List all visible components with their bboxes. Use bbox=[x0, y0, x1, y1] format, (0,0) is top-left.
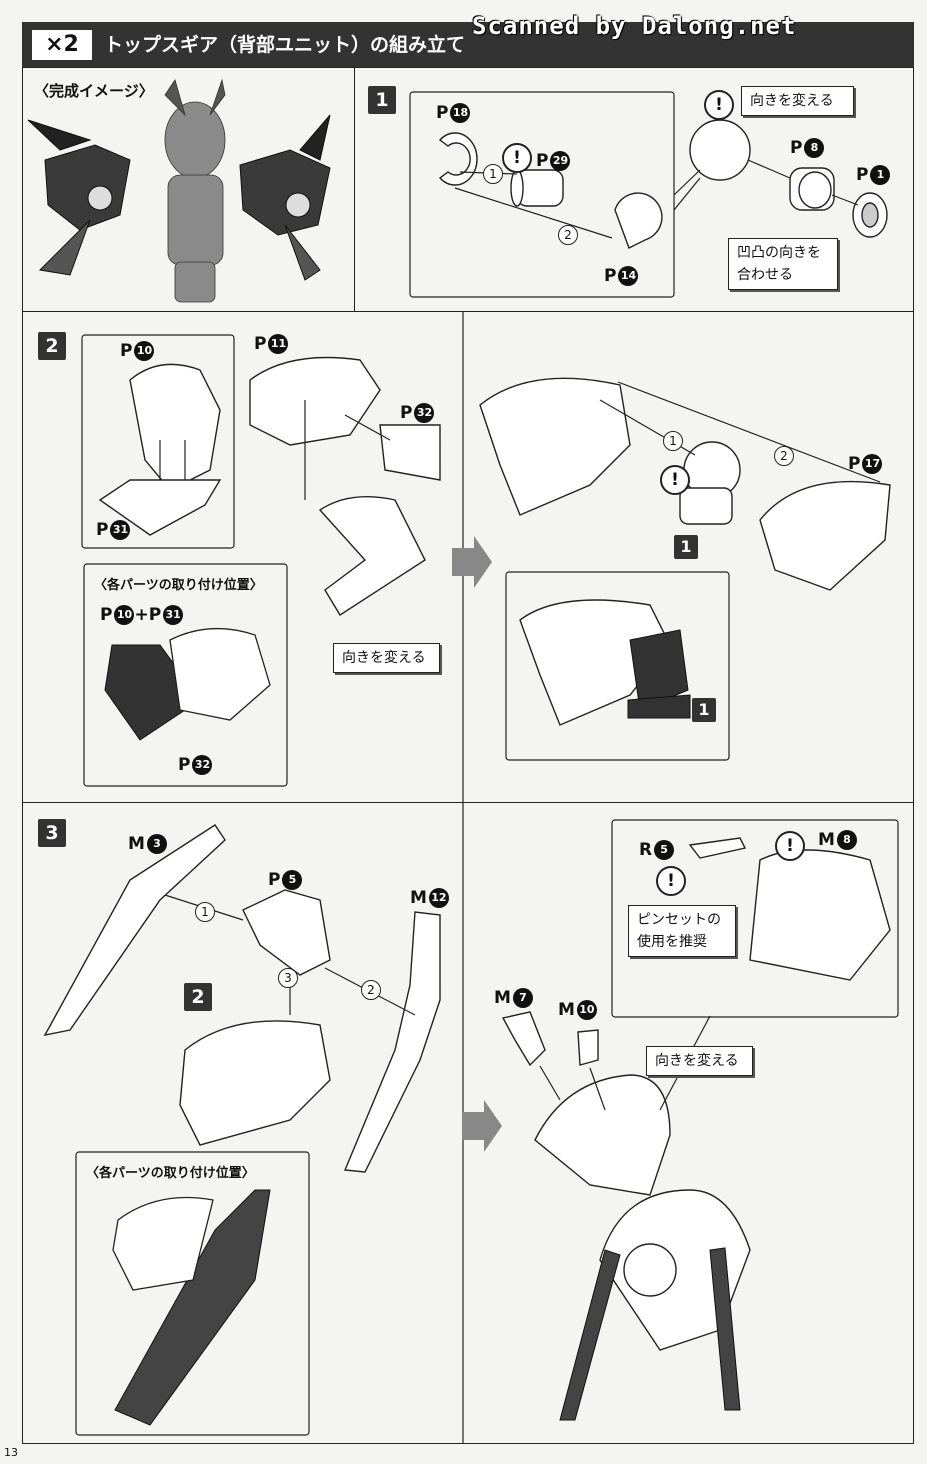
inset-title: 〈各パーツの取り付け位置〉 bbox=[86, 1166, 255, 1181]
order-2: 2 bbox=[774, 446, 794, 466]
multiplier-badge: ×2 bbox=[32, 30, 92, 60]
order-1: 1 bbox=[663, 431, 683, 451]
page-number: 13 bbox=[4, 1446, 18, 1459]
ref-step-1-badge: 1 bbox=[674, 535, 698, 559]
order-3: 3 bbox=[278, 968, 298, 988]
header-bar bbox=[22, 22, 914, 68]
callout-turn-direction: 向きを変える bbox=[741, 86, 854, 116]
order-2: 2 bbox=[558, 225, 578, 245]
step-3-badge: 3 bbox=[38, 819, 66, 847]
step-1-badge: 1 bbox=[368, 86, 396, 114]
ref-step-1-badge: 1 bbox=[692, 698, 716, 722]
caution-icon: ! bbox=[704, 90, 734, 120]
completion-panel bbox=[22, 67, 355, 312]
watermark: Scanned by Dalong.net bbox=[472, 12, 797, 40]
caution-icon: ! bbox=[502, 143, 532, 173]
caution-icon: ! bbox=[656, 866, 686, 896]
order-2: 2 bbox=[361, 980, 381, 1000]
callout-turn-direction: 向きを変える bbox=[333, 643, 440, 673]
order-1: 1 bbox=[483, 164, 503, 184]
step-2-badge: 2 bbox=[38, 332, 66, 360]
callout-turn-direction: 向きを変える bbox=[646, 1046, 753, 1076]
caution-icon: ! bbox=[660, 465, 690, 495]
completion-label: 〈完成イメージ〉 bbox=[34, 82, 154, 100]
page-title: トップスギア（背部ユニット）の組み立て bbox=[104, 34, 466, 56]
step3-panel bbox=[22, 802, 914, 1444]
caution-icon: ! bbox=[775, 831, 805, 861]
callout-align-notches: 凹凸の向きを合わせる bbox=[728, 238, 838, 290]
callout-tweezers-recommended: ピンセットの使用を推奨 bbox=[628, 905, 736, 957]
inset-title: 〈各パーツの取り付け位置〉 bbox=[94, 578, 263, 593]
step2-panel bbox=[22, 311, 914, 803]
order-1: 1 bbox=[195, 902, 215, 922]
ref-step-2-badge: 2 bbox=[184, 983, 212, 1011]
